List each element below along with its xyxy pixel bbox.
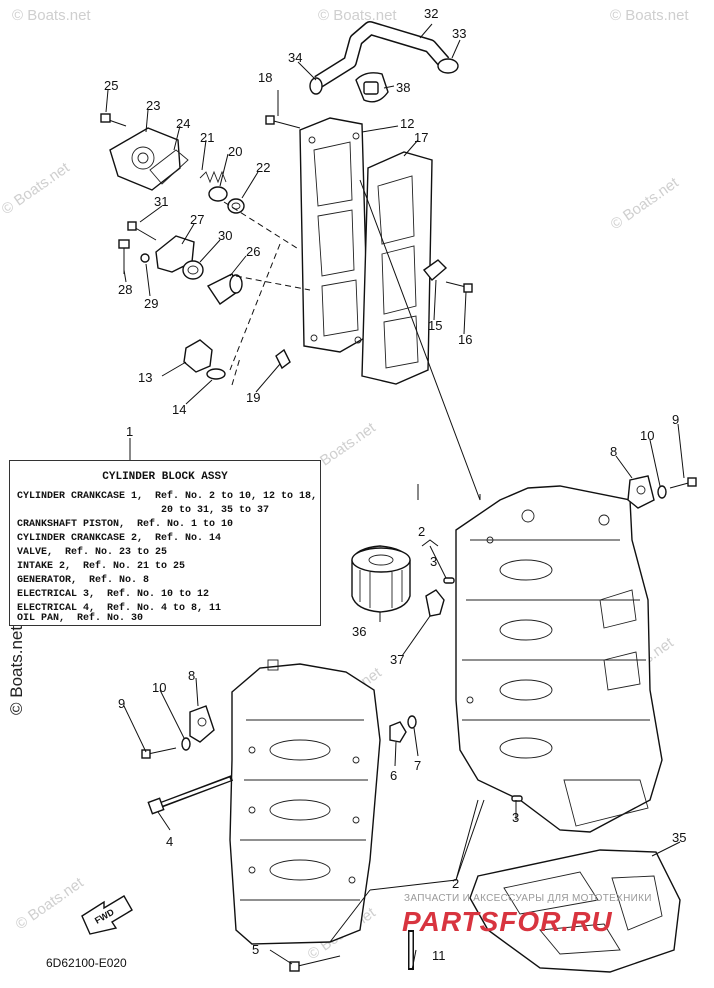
fwd-arrow-icon: FWD [81,895,133,935]
callout-29: 29 [144,296,158,311]
callout-6: 6 [390,768,397,783]
drain-bolt [389,715,417,743]
watermark-text: © Boats.net [608,174,683,233]
callout-15: 15 [428,318,442,333]
legend-row: GENERATOR, Ref. No. 8 [17,575,150,586]
callout-20: 20 [228,144,242,159]
callout-3: 3 [430,554,437,569]
watermark-text: © Boats.net [610,7,689,24]
legend-row: OIL PAN, Ref. No. 30 [17,613,144,624]
callout-11: 11 [432,948,446,963]
anode-left [141,705,215,759]
legend-title: CYLINDER BLOCK ASSY [102,471,228,483]
watermark-text: © Boats.net [0,159,73,218]
callout-1: 1 [126,424,133,439]
callout-5: 5 [252,942,259,957]
callout-10: 10 [152,680,166,695]
callout-21: 21 [200,130,214,145]
callout-19: 19 [246,390,260,405]
callout-9: 9 [118,696,125,711]
callout-18: 18 [258,70,272,85]
dowel-pin [443,577,455,584]
shop-tagline: ЗАПЧАСТИ И АКСЕССУАРЫ ДЛЯ МОТОТЕХНИКИ [404,893,652,904]
bolt [289,955,341,972]
callout-32: 32 [424,6,438,21]
legend-row: CYLINDER CRANKCASE 1, Ref. No. 2 to 10, … [17,491,318,502]
callout-8: 8 [610,444,617,459]
watermark-text: © Boats.net [13,874,88,933]
callout-24: 24 [176,116,190,131]
callout-31: 31 [154,194,168,209]
cylinder-block [455,485,663,833]
long-bolt [147,775,234,815]
dowel-pin [511,795,523,802]
callout-numbers: 1 2 2 3 3 4 5 6 7 8 8 9 9 10 10 11 12 13… [104,6,686,963]
callout-36: 36 [352,624,366,639]
callout-2: 2 [418,524,425,539]
leader-lines [105,23,685,971]
callout-37: 37 [390,652,404,667]
base-gasket [469,849,681,973]
callout-2: 2 [452,876,459,891]
valve-housing [118,221,243,305]
legend-row: INTAKE 2, Ref. No. 21 to 25 [17,561,186,572]
legend-row: CYLINDER CRANKCASE 2, Ref. No. 14 [17,533,222,544]
drain-plug [183,339,226,380]
water-hose [309,21,459,103]
callout-26: 26 [246,244,260,259]
legend-row: ELECTRICAL 4, Ref. No. 4 to 8, 11 [17,603,222,614]
callout-9: 9 [672,412,679,427]
callout-35: 35 [672,830,686,845]
legend-row: VALVE, Ref. No. 23 to 25 [17,547,168,558]
callout-34: 34 [288,50,302,65]
watermark-text: © Boats.net [12,7,91,24]
callout-8: 8 [188,668,195,683]
anode-right [627,475,697,509]
callout-12: 12 [400,116,414,131]
callout-7: 7 [414,758,421,773]
filter-union [425,589,445,617]
thermostat-parts [199,170,245,214]
legend-row: CRANKSHAFT PISTON, Ref. No. 1 to 10 [17,519,234,530]
callout-14: 14 [172,402,186,417]
assembly-legend: CYLINDER BLOCK ASSY CYLINDER CRANKCASE 1… [9,460,321,626]
callout-23: 23 [146,98,160,113]
bracket [275,348,291,370]
callout-4: 4 [166,834,173,849]
callout-17: 17 [414,130,428,145]
callout-30: 30 [218,228,232,243]
legend-row: 20 to 31, 35 to 37 [17,505,270,516]
thermostat-cover [100,113,189,191]
vertical-watermark: © Boats.net [7,626,26,715]
callout-3: 3 [512,810,519,825]
legend-row: ELECTRICAL 3, Ref. No. 10 to 12 [17,589,210,600]
callout-38: 38 [396,80,410,95]
diagram-code: 6D62100-E020 [46,956,127,970]
cover-gasket [361,151,473,385]
callout-25: 25 [104,78,118,93]
callout-13: 13 [138,370,152,385]
callout-16: 16 [458,332,472,347]
callout-27: 27 [190,212,204,227]
shop-logo: PARTSFOR.RU [402,906,613,937]
callout-10: 10 [640,428,654,443]
oil-filter [351,545,411,613]
callout-33: 33 [452,26,466,41]
callout-22: 22 [256,160,270,175]
crankcase [229,659,381,945]
exhaust-cover [265,115,369,353]
watermark-text: © Boats.net [318,7,397,24]
callout-28: 28 [118,282,132,297]
